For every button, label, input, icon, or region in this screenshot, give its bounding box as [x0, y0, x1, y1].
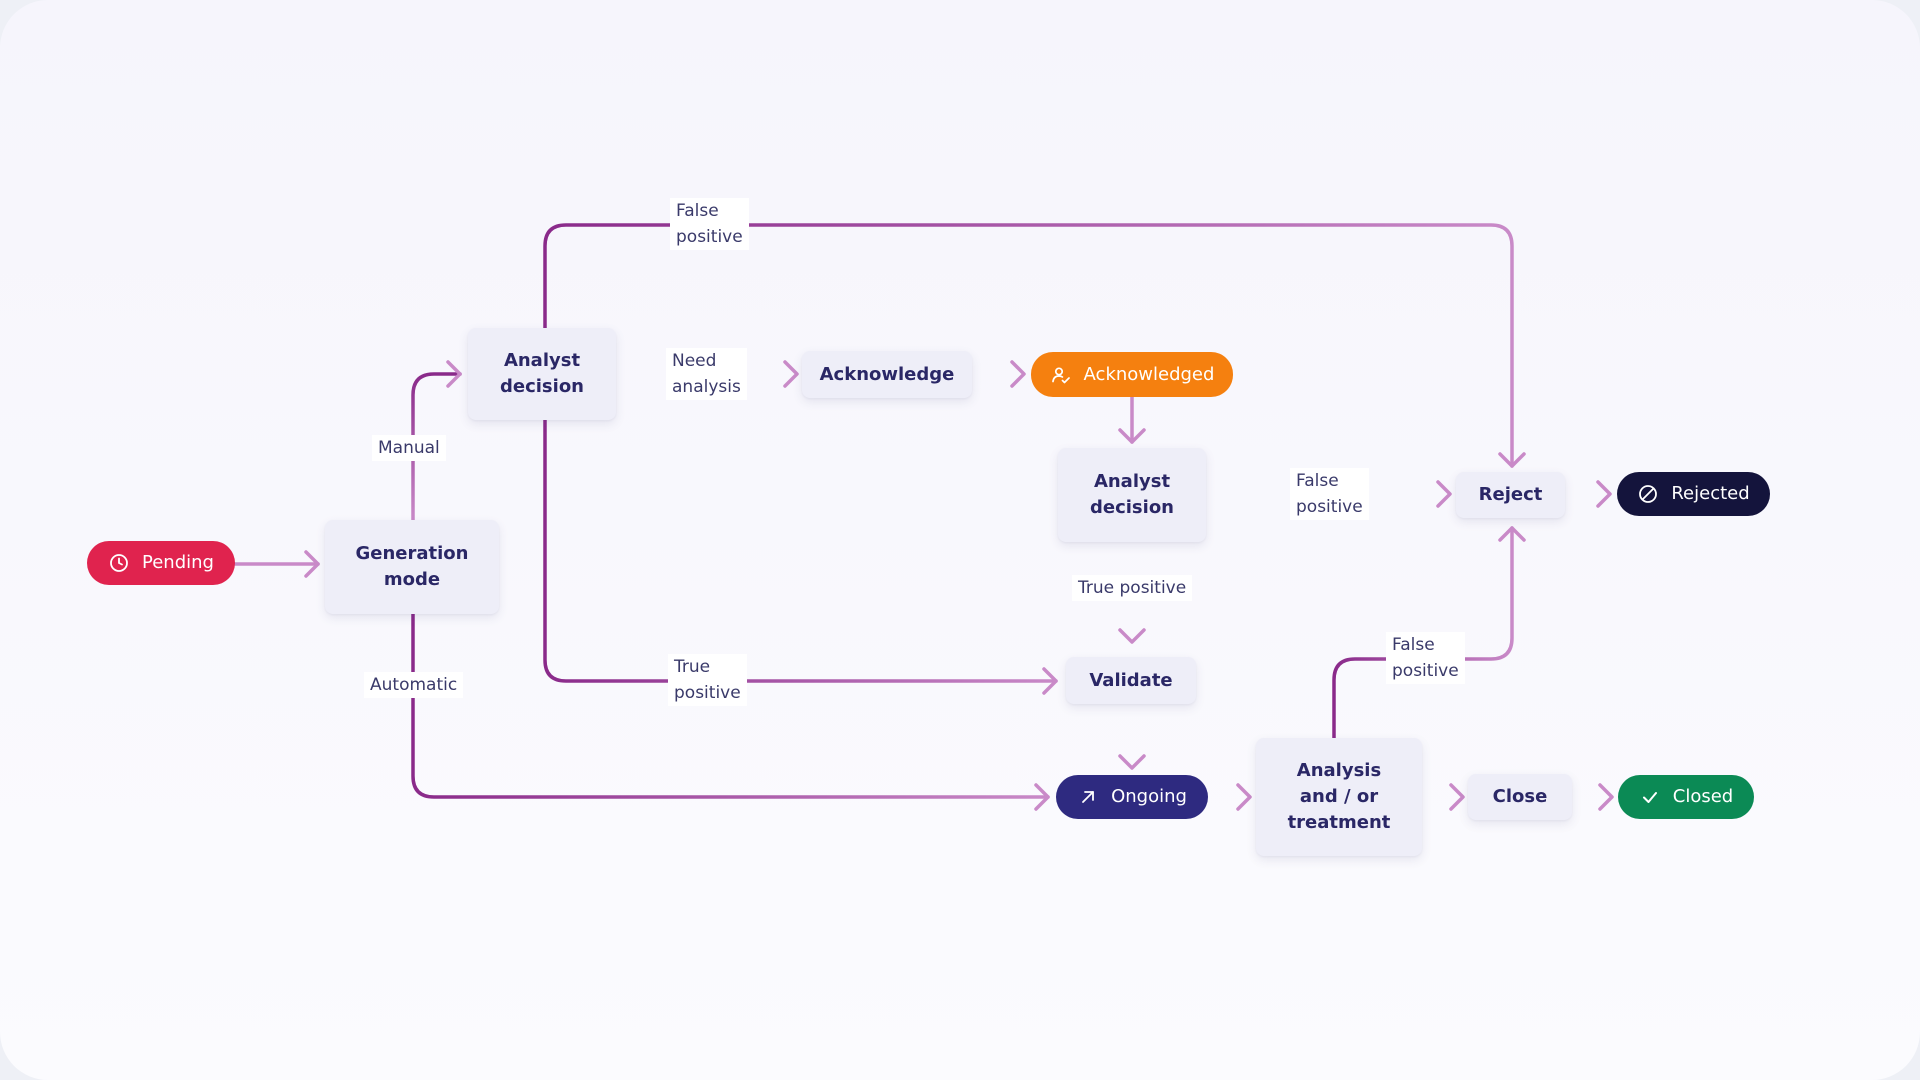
state-label: Ongoing — [1111, 786, 1187, 807]
arrowhead — [304, 550, 320, 578]
user-check-icon — [1050, 364, 1072, 386]
state-acknowledged[interactable]: Acknowledged — [1031, 352, 1233, 397]
step-analysis-treatment[interactable]: Analysis and / or treatment — [1256, 738, 1422, 856]
step-generation-mode[interactable]: Generation mode — [325, 520, 499, 614]
step-label: Generation mode — [355, 543, 469, 590]
arrowhead — [1598, 783, 1614, 811]
arrowhead — [1498, 452, 1526, 468]
step-acknowledge[interactable]: Acknowledge — [802, 351, 972, 398]
step-validate[interactable]: Validate — [1066, 657, 1196, 704]
state-closed[interactable]: Closed — [1618, 775, 1754, 819]
arrowhead — [1042, 667, 1058, 695]
edge-label-true-positive-mid: True positive — [1072, 575, 1193, 601]
arrowhead — [1118, 428, 1146, 444]
step-label: Acknowledge — [819, 363, 955, 385]
edge-label-manual: Manual — [372, 435, 446, 461]
arrowhead — [1498, 526, 1526, 542]
edge-false-positive-top — [543, 223, 1514, 468]
block-icon — [1637, 483, 1659, 505]
state-ongoing[interactable]: Ongoing — [1056, 775, 1208, 819]
step-label: Validate — [1089, 669, 1173, 691]
edge-label-false-positive-bottom: False positive — [1386, 632, 1465, 684]
step-analyst-decision-2[interactable]: Analyst decision — [1058, 448, 1206, 542]
step-label: Reject — [1478, 484, 1543, 505]
edge-label-automatic: Automatic — [364, 672, 464, 698]
edge-manual — [411, 372, 462, 522]
step-reject[interactable]: Reject — [1456, 472, 1565, 518]
edge-label-need-analysis: Need analysis — [666, 348, 747, 400]
arrowhead — [1034, 783, 1050, 811]
state-pending[interactable]: Pending — [87, 541, 235, 585]
edge-automatic — [411, 612, 1050, 799]
state-rejected[interactable]: Rejected — [1617, 472, 1770, 516]
arrowhead — [783, 360, 799, 388]
arrowhead — [1236, 783, 1252, 811]
step-analyst-decision-1[interactable]: Analyst decision — [468, 328, 616, 420]
arrowhead — [1449, 783, 1465, 811]
edge-label-true-positive-left: True positive — [668, 654, 747, 706]
state-label: Acknowledged — [1083, 363, 1215, 385]
state-label: Rejected — [1671, 483, 1750, 504]
state-label: Pending — [142, 552, 214, 573]
step-close[interactable]: Close — [1468, 774, 1572, 820]
step-label: Analysis and / or treatment — [1287, 760, 1391, 833]
arrowhead — [1010, 360, 1026, 388]
arrowhead — [1118, 628, 1146, 644]
check-icon — [1639, 786, 1661, 808]
arrowhead — [1436, 480, 1452, 508]
edge-label-false-positive-top: False positive — [670, 198, 749, 250]
step-label: Close — [1492, 786, 1548, 807]
arrowhead — [1596, 480, 1612, 508]
step-label: Analyst decision — [500, 350, 584, 397]
arrow-up-right-icon — [1077, 786, 1099, 808]
arrowhead — [446, 360, 462, 388]
edge-true-positive-left — [543, 418, 1058, 683]
state-label: Closed — [1672, 786, 1734, 807]
arrowhead — [1118, 754, 1146, 770]
edge-label-false-positive-mid: False positive — [1290, 468, 1369, 520]
step-label: Analyst decision — [1090, 471, 1174, 518]
clock-icon — [108, 552, 130, 574]
